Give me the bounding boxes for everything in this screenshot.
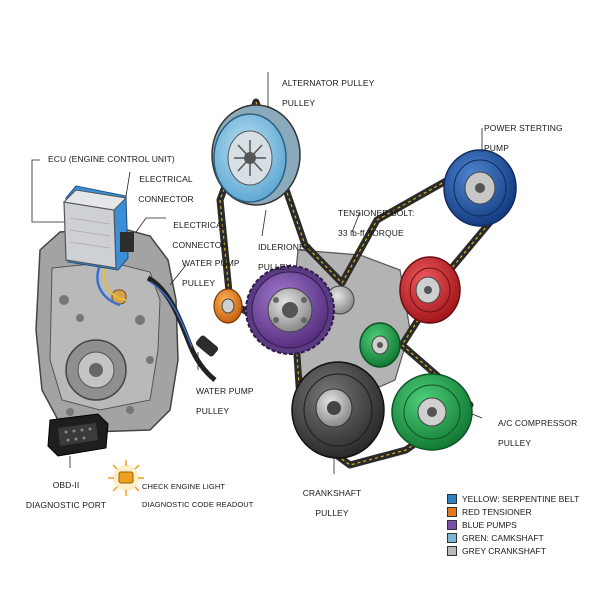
electrical-connector-label-1: ELECTRICAL CONNECTOR [126,164,206,214]
water-pump-pulley-label-upper-line-2: PULLEY [182,278,216,288]
cam-gear [245,265,335,355]
water-pump-pulley [213,288,243,324]
alternator-pulley [211,104,301,206]
legend-swatch [447,507,457,517]
legend-label: GREY CRANKSHAFT [462,546,546,556]
power-steering-pump-label-line-2: PUMP [484,143,509,153]
legend-item: GREY CRANKSHAFT [447,545,597,557]
tensioner-bolt-label: TENSIONER BOLT: 33 lb-ff TORQUE [338,198,414,248]
crankshaft-pulley-label: CRANKSHAFT PULLEY [292,478,372,528]
electrical-connector-label-2-line-1: ELECTRICAL [173,220,227,230]
water-pump-pulley-label-lower-line-2: PULLEY [196,406,230,416]
alternator-pulley-label-line-1: ALTERNATOR PULLEY [282,78,375,88]
check-engine-light-icon [108,460,144,496]
crankshaft-pulley-label-line-1: CRANKSHAFT [302,488,362,498]
idler-pulley-label-line-2: PULLEY [258,262,292,272]
check-engine-label: CHECK ENGINE LIGHT DIAGNOSTIC CODE READO… [142,473,253,518]
legend-swatch [447,494,457,504]
obd-port-connector [47,413,109,457]
legend-swatch [447,520,457,530]
engine-block [35,227,219,433]
ac-compressor-pulley-label: A/C COMPRESSOR PULLEY [498,408,577,458]
ecu-module [62,185,134,271]
legend-swatch [447,533,457,543]
ac-compressor-pulley-label-line-1: A/C COMPRESSOR [498,418,578,428]
idler-pulley-label-line-1: IDLERIONER [258,242,311,252]
electrical-connector-label-1-line-2: CONNECTOR [138,194,194,204]
water-pump-pulley-label-upper: WATER PUMP PULLEY [182,248,240,298]
legend-swatch [447,546,457,556]
electrical-connector-label-1-line-1: ELECTRICAL [139,174,193,184]
obd-port-label-line-1: OBD-II [52,480,80,490]
power-steering-pump-label: POWER STERTING PUMP [484,113,563,163]
obd-port-label: OBD-II DIAGNOSTIC PORT [16,470,116,520]
leader-lines [31,72,483,474]
tensioner-pulley [399,256,461,324]
electrical-connector-label-2-line-2: CONNECTOR [172,240,228,250]
alternator-pulley-label: ALTERNATOR PULLEY PULLEY [282,68,374,118]
legend-item: BLUE PUMPS [447,519,597,531]
crankshaft-pulley [291,361,385,459]
check-engine-label-line-1: CHECK ENGINE LIGHT [142,482,226,491]
water-pump-pulley-label-lower: WATER PUMP PULLEY [196,376,254,426]
water-pump-pulley-label-lower-line-1: WATER PUMP [196,386,254,396]
power-steering-pulley [443,149,517,227]
ac-compressor-pulley [391,373,473,451]
ac-compressor-pulley-label-line-2: PULLEY [498,438,532,448]
water-pump-pulley-label-upper-line-1: WATER PUMP [182,258,240,268]
idler-pulley-label: IDLERIONER PULLEY [258,232,311,282]
obd-port-label-line-2: DIAGNOSTIC PORT [25,500,107,510]
tensioner-bolt-label-line-2: 33 lb-ff TORQUE [338,228,404,238]
legend-item: YELLOW: SERPENTINE BELT [447,493,597,505]
alternator-pulley-label-line-2: PULLEY [282,98,316,108]
power-steering-pump-label-line-1: POWER STERTING [484,123,563,133]
color-legend: YELLOW: SERPENTINE BELT RED TENSIONER BL… [447,493,597,558]
electrical-connector-label-2: ELECTRICAL CONNECTOR [160,210,240,260]
crankshaft-pulley-label-line-2: PULLEY [315,508,349,518]
legend-item: RED TENSIONER [447,506,597,518]
legend-label: BLUE PUMPS [462,520,517,530]
ecu-label: ECU (ENGINE CONTROL UNIT) [48,154,175,164]
legend-label: GREN: CAMKSHAFT [462,533,544,543]
check-engine-label-line-2: DIAGNOSTIC CODE READOUT [142,500,254,509]
legend-label: YELLOW: SERPENTINE BELT [462,494,580,504]
tensioner-bolt-label-line-1: TENSIONER BOLT: [338,208,415,218]
small-green-pulley [359,322,401,368]
legend-item: GREN: CAMKSHAFT [447,532,597,544]
legend-label: RED TENSIONER [462,507,532,517]
